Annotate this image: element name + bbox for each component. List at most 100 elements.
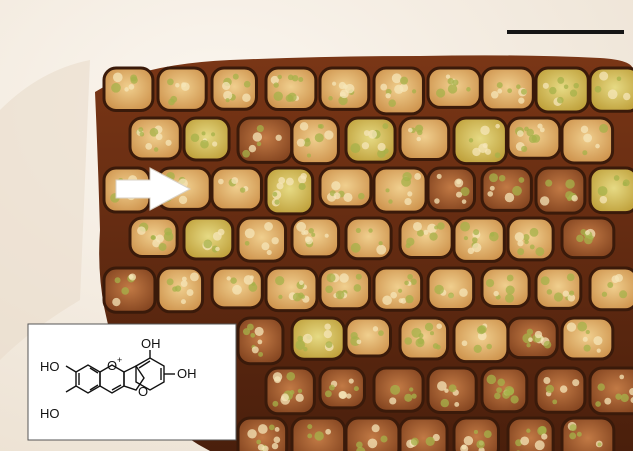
plant-cell	[344, 316, 393, 358]
cell-granule	[585, 329, 590, 335]
cell-granule	[466, 87, 471, 92]
cell-granule	[380, 83, 388, 91]
cell-granule	[170, 95, 178, 103]
cell-granule	[297, 335, 304, 342]
cell-granule	[189, 272, 199, 282]
cell-granule	[124, 87, 129, 92]
cell-granule	[410, 437, 419, 446]
cell-granule	[452, 79, 459, 86]
cell-granule	[480, 125, 490, 136]
cell-granule	[210, 132, 216, 137]
plant-cell	[372, 266, 424, 312]
cell-granule	[137, 226, 146, 235]
cell-granule	[274, 427, 280, 432]
cell-granule	[414, 173, 422, 180]
cell-granule	[429, 331, 435, 336]
cell-granule	[388, 199, 393, 204]
cell-granule	[390, 384, 401, 395]
cell-granule	[377, 142, 386, 152]
cell-granule	[186, 289, 194, 297]
cell-granule	[307, 424, 313, 430]
cell-granule	[256, 125, 264, 133]
cell-granule	[323, 330, 332, 339]
cell-granule	[128, 84, 135, 90]
cell-granule	[291, 74, 299, 82]
cell-granule	[490, 91, 499, 99]
plant-cell	[480, 66, 535, 112]
cell-granule	[543, 340, 552, 349]
cell-granule	[355, 273, 362, 280]
cell-granule	[494, 392, 501, 400]
cell-granule	[461, 444, 467, 450]
cell-granule	[415, 124, 424, 133]
cell-granule	[212, 141, 218, 147]
cell-granule	[486, 343, 492, 350]
plant-cell	[398, 216, 454, 260]
cell-granule	[485, 278, 495, 288]
cell-granule	[324, 390, 332, 398]
cell-granule	[594, 85, 602, 93]
plant-cell	[588, 266, 633, 312]
atom-ho-top: HO	[40, 359, 60, 374]
cell-granule	[583, 133, 593, 143]
plant-cell	[182, 216, 235, 261]
cell-granule	[429, 232, 438, 241]
cell-granule	[243, 80, 251, 88]
cell-granule	[517, 130, 524, 137]
cell-granule	[348, 378, 354, 384]
plant-cell	[318, 366, 366, 410]
cell-granule	[460, 187, 470, 197]
cell-granule	[557, 76, 565, 84]
cell-granule	[615, 393, 622, 400]
cell-granule	[339, 89, 349, 99]
cell-granule	[371, 424, 380, 433]
cell-granule	[382, 295, 392, 306]
cell-granule	[243, 275, 254, 285]
cell-granule	[545, 179, 553, 187]
cell-granule	[232, 73, 239, 80]
plant-cell	[236, 416, 289, 451]
cell-granule	[434, 284, 444, 295]
cell-granule	[391, 73, 402, 84]
cell-granule	[494, 152, 501, 158]
cell-granule	[576, 431, 582, 437]
plant-cell	[128, 116, 182, 161]
cell-granule	[404, 280, 409, 286]
cell-granule	[231, 177, 239, 185]
atom-o-ring: O	[107, 358, 117, 373]
cell-granule	[415, 338, 425, 348]
cell-granule	[167, 78, 174, 86]
cell-granule	[599, 71, 609, 81]
cell-granule	[437, 381, 447, 391]
cell-granule	[495, 123, 500, 129]
cell-granule	[305, 236, 313, 245]
cell-granule	[268, 424, 275, 431]
plant-cell	[534, 66, 590, 114]
cell-granule	[274, 376, 281, 384]
cell-granule	[242, 93, 251, 103]
cell-granule	[423, 229, 429, 235]
cell-granule	[404, 197, 412, 206]
cell-granule	[273, 82, 279, 88]
cell-granule	[529, 244, 535, 250]
cell-granule	[629, 388, 633, 396]
plant-cell	[102, 266, 157, 314]
cell-granule	[437, 222, 445, 230]
cell-granule	[630, 397, 633, 404]
atom-oh-right: OH	[177, 366, 197, 381]
cell-granule	[498, 174, 506, 182]
cell-granule	[613, 175, 620, 181]
cell-granule	[566, 273, 575, 282]
cell-granule	[155, 133, 163, 141]
cell-granule	[332, 81, 337, 86]
cell-granule	[382, 123, 389, 129]
cell-granule	[355, 227, 361, 233]
cell-granule	[473, 429, 479, 435]
cell-granule	[405, 295, 414, 304]
cell-granule	[416, 136, 421, 142]
cell-granule	[112, 297, 121, 307]
cell-granule	[597, 442, 602, 447]
cell-granule	[565, 191, 574, 200]
cell-granule	[604, 397, 612, 405]
